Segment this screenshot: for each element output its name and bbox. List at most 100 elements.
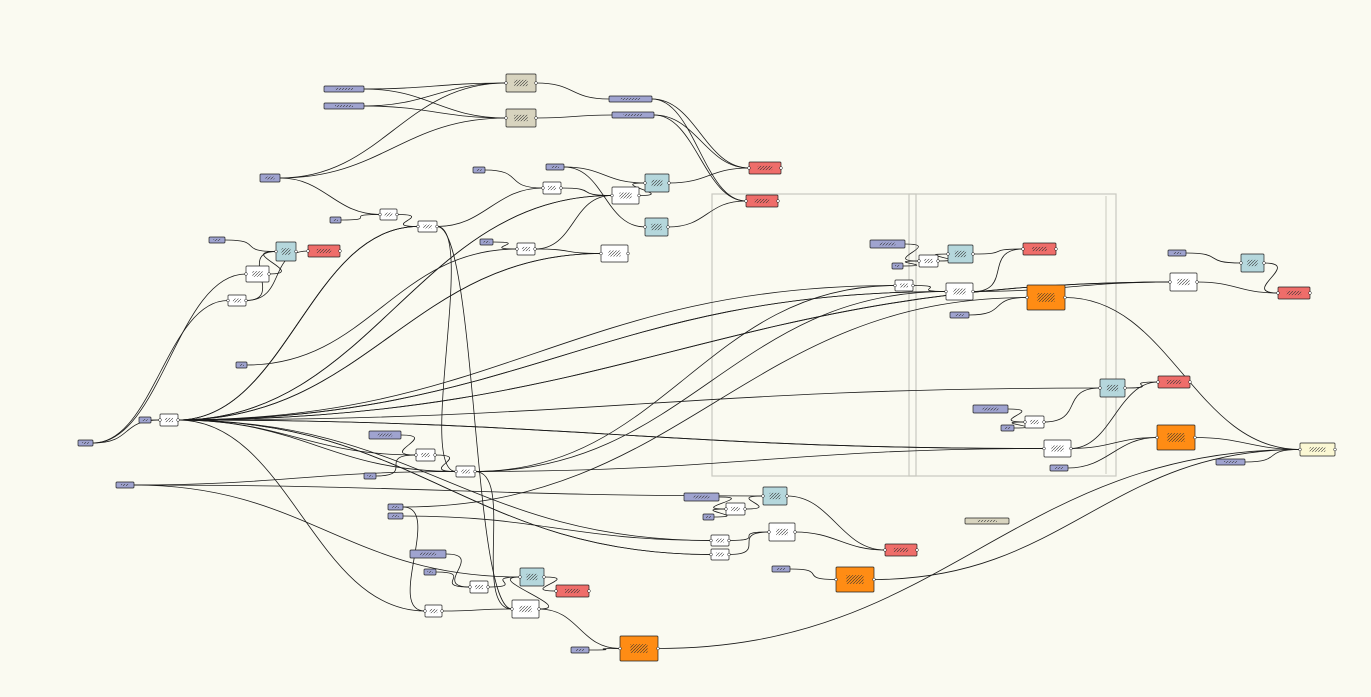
output-grip[interactable]	[267, 272, 271, 276]
input-grip[interactable]	[724, 507, 728, 511]
comp-node[interactable]	[244, 265, 271, 283]
input-grip[interactable]	[1025, 295, 1029, 300]
output-node[interactable]	[306, 244, 342, 258]
output-grip[interactable]	[1262, 261, 1266, 265]
param-node[interactable]	[77, 439, 94, 447]
param-node[interactable]	[259, 173, 281, 183]
input-grip[interactable]	[468, 585, 472, 589]
comp-node[interactable]	[1168, 272, 1199, 292]
comp-node[interactable]	[767, 522, 797, 542]
param-node[interactable]	[235, 361, 248, 369]
input-grip[interactable]	[883, 548, 887, 552]
output-grip[interactable]	[1333, 447, 1337, 452]
output-grip[interactable]	[559, 186, 563, 190]
comp-node[interactable]	[515, 242, 537, 256]
input-grip[interactable]	[1298, 447, 1302, 452]
output-node[interactable]	[554, 584, 591, 598]
preview-node[interactable]	[518, 567, 546, 587]
output-grip[interactable]	[1069, 446, 1073, 451]
output-grip[interactable]	[587, 589, 591, 593]
comp-node[interactable]	[1042, 439, 1073, 458]
comp-node[interactable]	[414, 448, 437, 462]
comp-node[interactable]	[944, 282, 975, 301]
output-grip[interactable]	[534, 116, 538, 120]
input-grip[interactable]	[518, 575, 522, 579]
output-grip[interactable]	[395, 212, 399, 217]
output-grip[interactable]	[176, 418, 180, 422]
preview-node[interactable]	[1098, 378, 1127, 398]
output-grip[interactable]	[338, 249, 342, 253]
param-node[interactable]	[472, 166, 486, 174]
param-node[interactable]	[608, 95, 653, 103]
input-grip[interactable]	[1155, 435, 1159, 440]
output-grip[interactable]	[1188, 380, 1192, 384]
output-grip[interactable]	[971, 252, 975, 256]
preview-node[interactable]	[946, 244, 975, 264]
comp-node[interactable]	[917, 254, 940, 268]
panel-node[interactable]	[964, 517, 1010, 525]
preview-node[interactable]	[1239, 253, 1266, 273]
output-grip[interactable]	[727, 538, 731, 543]
input-grip[interactable]	[1098, 386, 1102, 390]
preview-node[interactable]	[761, 486, 789, 506]
output-node[interactable]	[1021, 242, 1058, 256]
output-grip[interactable]	[433, 453, 437, 457]
input-grip[interactable]	[618, 646, 622, 651]
param-node[interactable]	[545, 163, 565, 171]
output-grip[interactable]	[911, 283, 915, 288]
comp-node[interactable]	[610, 186, 641, 205]
output-grip[interactable]	[542, 575, 546, 579]
comp-node[interactable]	[423, 604, 444, 618]
param-node[interactable]	[683, 492, 720, 502]
param-node[interactable]	[208, 236, 226, 244]
input-grip[interactable]	[274, 249, 278, 254]
param-node[interactable]	[115, 481, 135, 489]
comp-node[interactable]	[158, 413, 180, 427]
output-grip[interactable]	[1063, 295, 1067, 300]
param-node[interactable]	[1049, 464, 1069, 472]
param-node[interactable]	[363, 472, 377, 480]
input-grip[interactable]	[709, 552, 713, 557]
comp-node[interactable]	[709, 548, 731, 561]
output-grip[interactable]	[915, 548, 919, 552]
panel-node[interactable]	[504, 108, 538, 128]
output-grip[interactable]	[1054, 247, 1058, 251]
param-node[interactable]	[423, 568, 437, 576]
input-grip[interactable]	[946, 252, 950, 256]
input-grip[interactable]	[709, 538, 713, 543]
input-grip[interactable]	[504, 81, 508, 85]
param-node[interactable]	[972, 404, 1009, 414]
input-grip[interactable]	[454, 469, 458, 474]
comp-node[interactable]	[416, 220, 439, 233]
panel-node[interactable]	[504, 73, 538, 93]
input-grip[interactable]	[1156, 380, 1160, 384]
input-grip[interactable]	[643, 181, 647, 185]
preview-node[interactable]	[274, 241, 298, 262]
input-grip[interactable]	[416, 224, 420, 229]
output-node[interactable]	[744, 194, 780, 208]
output-grip[interactable]	[626, 251, 630, 256]
output-grip[interactable]	[727, 552, 731, 557]
param-node[interactable]	[1215, 458, 1246, 466]
output-grip[interactable]	[779, 166, 783, 170]
input-grip[interactable]	[643, 225, 647, 229]
input-grip[interactable]	[944, 289, 948, 294]
comp-node[interactable]	[378, 208, 399, 221]
output-grip[interactable]	[537, 607, 541, 611]
final-node[interactable]	[1298, 442, 1337, 457]
output-grip[interactable]	[244, 298, 248, 303]
input-grip[interactable]	[226, 298, 230, 303]
preview-node[interactable]	[643, 217, 670, 237]
param-node[interactable]	[479, 238, 494, 246]
output-grip[interactable]	[533, 247, 537, 251]
input-grip[interactable]	[761, 494, 765, 498]
input-grip[interactable]	[554, 589, 558, 593]
output-node[interactable]	[747, 161, 783, 175]
param-node[interactable]	[368, 430, 402, 440]
output-grip[interactable]	[936, 259, 940, 263]
comp-node[interactable]	[599, 244, 630, 263]
input-grip[interactable]	[306, 249, 310, 253]
input-grip[interactable]	[510, 607, 514, 611]
input-grip[interactable]	[599, 251, 603, 256]
